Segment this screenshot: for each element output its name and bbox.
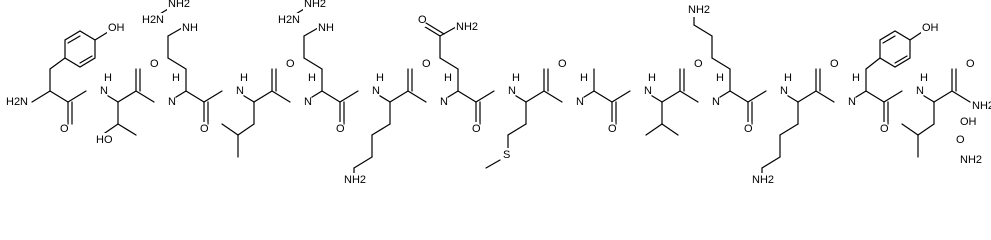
- atom-label: H: [172, 72, 180, 84]
- atom-label: NH2: [688, 4, 710, 16]
- atom-label: N: [236, 85, 244, 97]
- bond-lines: [31, 8, 971, 179]
- atom-label: N: [780, 85, 788, 97]
- atom-label: O: [956, 134, 965, 146]
- atom-label: O: [558, 58, 567, 70]
- atom-label: O: [418, 14, 427, 26]
- atom-label: H: [784, 72, 792, 84]
- atom-label: O: [694, 58, 703, 70]
- atom-label: O: [422, 58, 431, 70]
- atom-label: H: [240, 72, 248, 84]
- atom-label: S: [503, 149, 510, 161]
- atom-label: H: [580, 72, 588, 84]
- atom-label: N: [712, 96, 720, 108]
- atom-label: NH2: [752, 174, 774, 186]
- atom-label: OH: [108, 22, 125, 34]
- atom-label: O: [286, 58, 295, 70]
- peptide-structure: H2NOHOOHH2NNH2NHH2NNH2NHNH2OHNOHNOHNOHNO…: [5, 0, 991, 187]
- atom-label: OH: [922, 22, 939, 34]
- atom-label: NH2: [960, 154, 982, 166]
- atom-label: N: [848, 96, 856, 108]
- atom-label: O: [744, 123, 753, 135]
- atom-label: H: [716, 72, 724, 84]
- atom-label: H: [852, 72, 860, 84]
- atom-label: N: [644, 85, 652, 97]
- atom-label: H: [648, 72, 656, 84]
- atom-label: O: [966, 58, 975, 70]
- atom-label: NH2: [304, 0, 326, 10]
- atom-label: N: [508, 85, 516, 97]
- atom-label: H: [376, 72, 384, 84]
- atom-label: N: [100, 85, 108, 97]
- atom-label: H2N: [278, 14, 300, 26]
- atom-label: N: [576, 96, 584, 108]
- atom-label: N: [916, 85, 924, 97]
- atom-label: N: [372, 85, 380, 97]
- atom-label: H: [512, 72, 520, 84]
- atom-label: NH2: [168, 0, 190, 10]
- atom-label: H: [444, 72, 452, 84]
- atom-label: N: [304, 96, 312, 108]
- atom-label: NH: [318, 22, 334, 34]
- atom-label: O: [336, 123, 345, 135]
- atom-label: H2N: [142, 14, 164, 26]
- atom-label: O: [150, 58, 159, 70]
- atom-label: NH: [182, 22, 198, 34]
- atom-label: NH2: [344, 174, 366, 186]
- atom-label: H: [104, 72, 112, 84]
- atom-label: O: [830, 58, 839, 70]
- atom-label: NH2: [456, 21, 478, 33]
- atom-label: HO: [96, 134, 113, 146]
- atom-label: H: [308, 72, 316, 84]
- atom-label: N: [168, 96, 176, 108]
- atom-label: O: [880, 123, 889, 135]
- atom-label: OH: [960, 116, 977, 128]
- atom-label: O: [200, 123, 209, 135]
- atom-label: H: [920, 72, 928, 84]
- atom-label: NH2: [972, 100, 991, 112]
- atom-label: O: [60, 123, 69, 135]
- atom-label: O: [472, 123, 481, 135]
- atom-label: H2N: [6, 96, 28, 108]
- atom-label: O: [608, 123, 617, 135]
- atom-label: N: [440, 96, 448, 108]
